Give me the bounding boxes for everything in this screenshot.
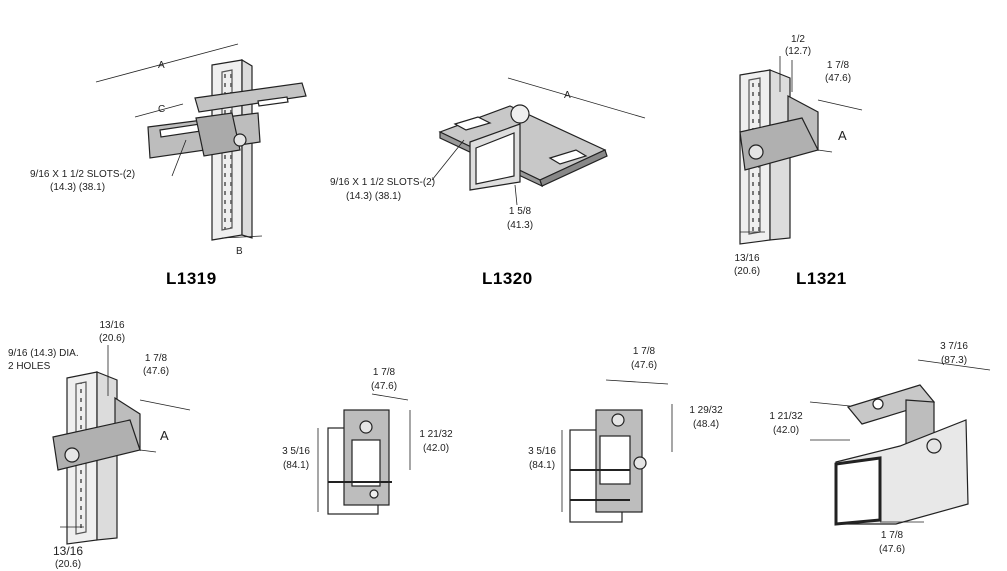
fig1-dim-b: B bbox=[236, 246, 243, 257]
fig4-drawing bbox=[52, 345, 191, 545]
fig3-dim-a: A bbox=[838, 128, 847, 143]
fig2-height-mm: (41.3) bbox=[506, 220, 534, 231]
fig5-right: 1 21/32 bbox=[419, 429, 453, 440]
fig4-dim-a: A bbox=[160, 428, 169, 443]
fig4-bottom-mm: (20.6) bbox=[54, 559, 82, 570]
l1319-drawing bbox=[95, 43, 307, 241]
fig5-width: 1 7/8 bbox=[372, 367, 396, 378]
fig6-drawing bbox=[561, 379, 673, 523]
fig7-top-mm: (87.3) bbox=[940, 355, 968, 366]
caption-l1319: L1319 bbox=[166, 269, 217, 288]
fig7-drawing bbox=[809, 359, 991, 526]
fig3-bottom-mm: (20.6) bbox=[733, 266, 761, 277]
fig7-left-mm: (42.0) bbox=[772, 425, 800, 436]
fig7-bottom-mm: (47.6) bbox=[878, 544, 906, 555]
fig6-left: 3 5/16 bbox=[528, 446, 556, 457]
fig4-holes: 9/16 (14.3) DIA. bbox=[8, 348, 79, 359]
fig3-width-mm: (47.6) bbox=[824, 73, 852, 84]
l1320-drawing bbox=[431, 77, 646, 206]
fig1-slots: 9/16 X 1 1/2 SLOTS-(2) bbox=[30, 169, 136, 180]
fig1-dim-c: C bbox=[158, 104, 166, 115]
fig4-width-mm: (47.6) bbox=[142, 366, 170, 377]
fig6-left-mm: (84.1) bbox=[528, 460, 556, 471]
fig3-bottom: 13/16 bbox=[734, 253, 760, 264]
fig3-top: 1/2 bbox=[791, 34, 805, 45]
fig5-width-mm: (47.6) bbox=[370, 381, 398, 392]
fig5-left: 3 5/16 bbox=[282, 446, 310, 457]
caption-l1321: L1321 bbox=[796, 269, 847, 288]
fig4-holes2: 2 HOLES bbox=[8, 361, 51, 372]
fig1-dim-a: A bbox=[158, 60, 165, 71]
fig5-right-mm: (42.0) bbox=[422, 443, 450, 454]
fig5-drawing bbox=[317, 393, 411, 515]
fig5-left-mm: (84.1) bbox=[282, 460, 310, 471]
fig6-width-mm: (47.6) bbox=[630, 360, 658, 371]
fig7-left: 1 21/32 bbox=[769, 411, 803, 422]
fig6-right-mm: (48.4) bbox=[692, 419, 720, 430]
fig2-slots-mm: (14.3) (38.1) bbox=[346, 191, 402, 202]
fig3-width: 1 7/8 bbox=[826, 60, 850, 71]
fig2-slots: 9/16 X 1 1/2 SLOTS-(2) bbox=[330, 177, 436, 188]
fig4-bottom: 13/16 bbox=[52, 544, 84, 558]
fig6-width: 1 7/8 bbox=[632, 346, 656, 357]
fig1-slots-mm: (14.3) (38.1) bbox=[50, 182, 106, 193]
fig7-top: 3 7/16 bbox=[940, 341, 968, 352]
fig7-bottom: 1 7/8 bbox=[880, 530, 904, 541]
fig4-top-mm: (20.6) bbox=[98, 333, 126, 344]
fig4-top: 13/16 bbox=[99, 320, 125, 331]
caption-l1320: L1320 bbox=[482, 269, 533, 288]
fig2-height: 1 5/8 bbox=[508, 206, 532, 217]
l1321-drawing bbox=[739, 56, 863, 245]
fig4-width: 1 7/8 bbox=[144, 353, 168, 364]
fig3-top-mm: (12.7) bbox=[784, 46, 812, 57]
fig2-dim-a: A bbox=[564, 90, 571, 101]
fig6-right: 1 29/32 bbox=[689, 405, 723, 416]
